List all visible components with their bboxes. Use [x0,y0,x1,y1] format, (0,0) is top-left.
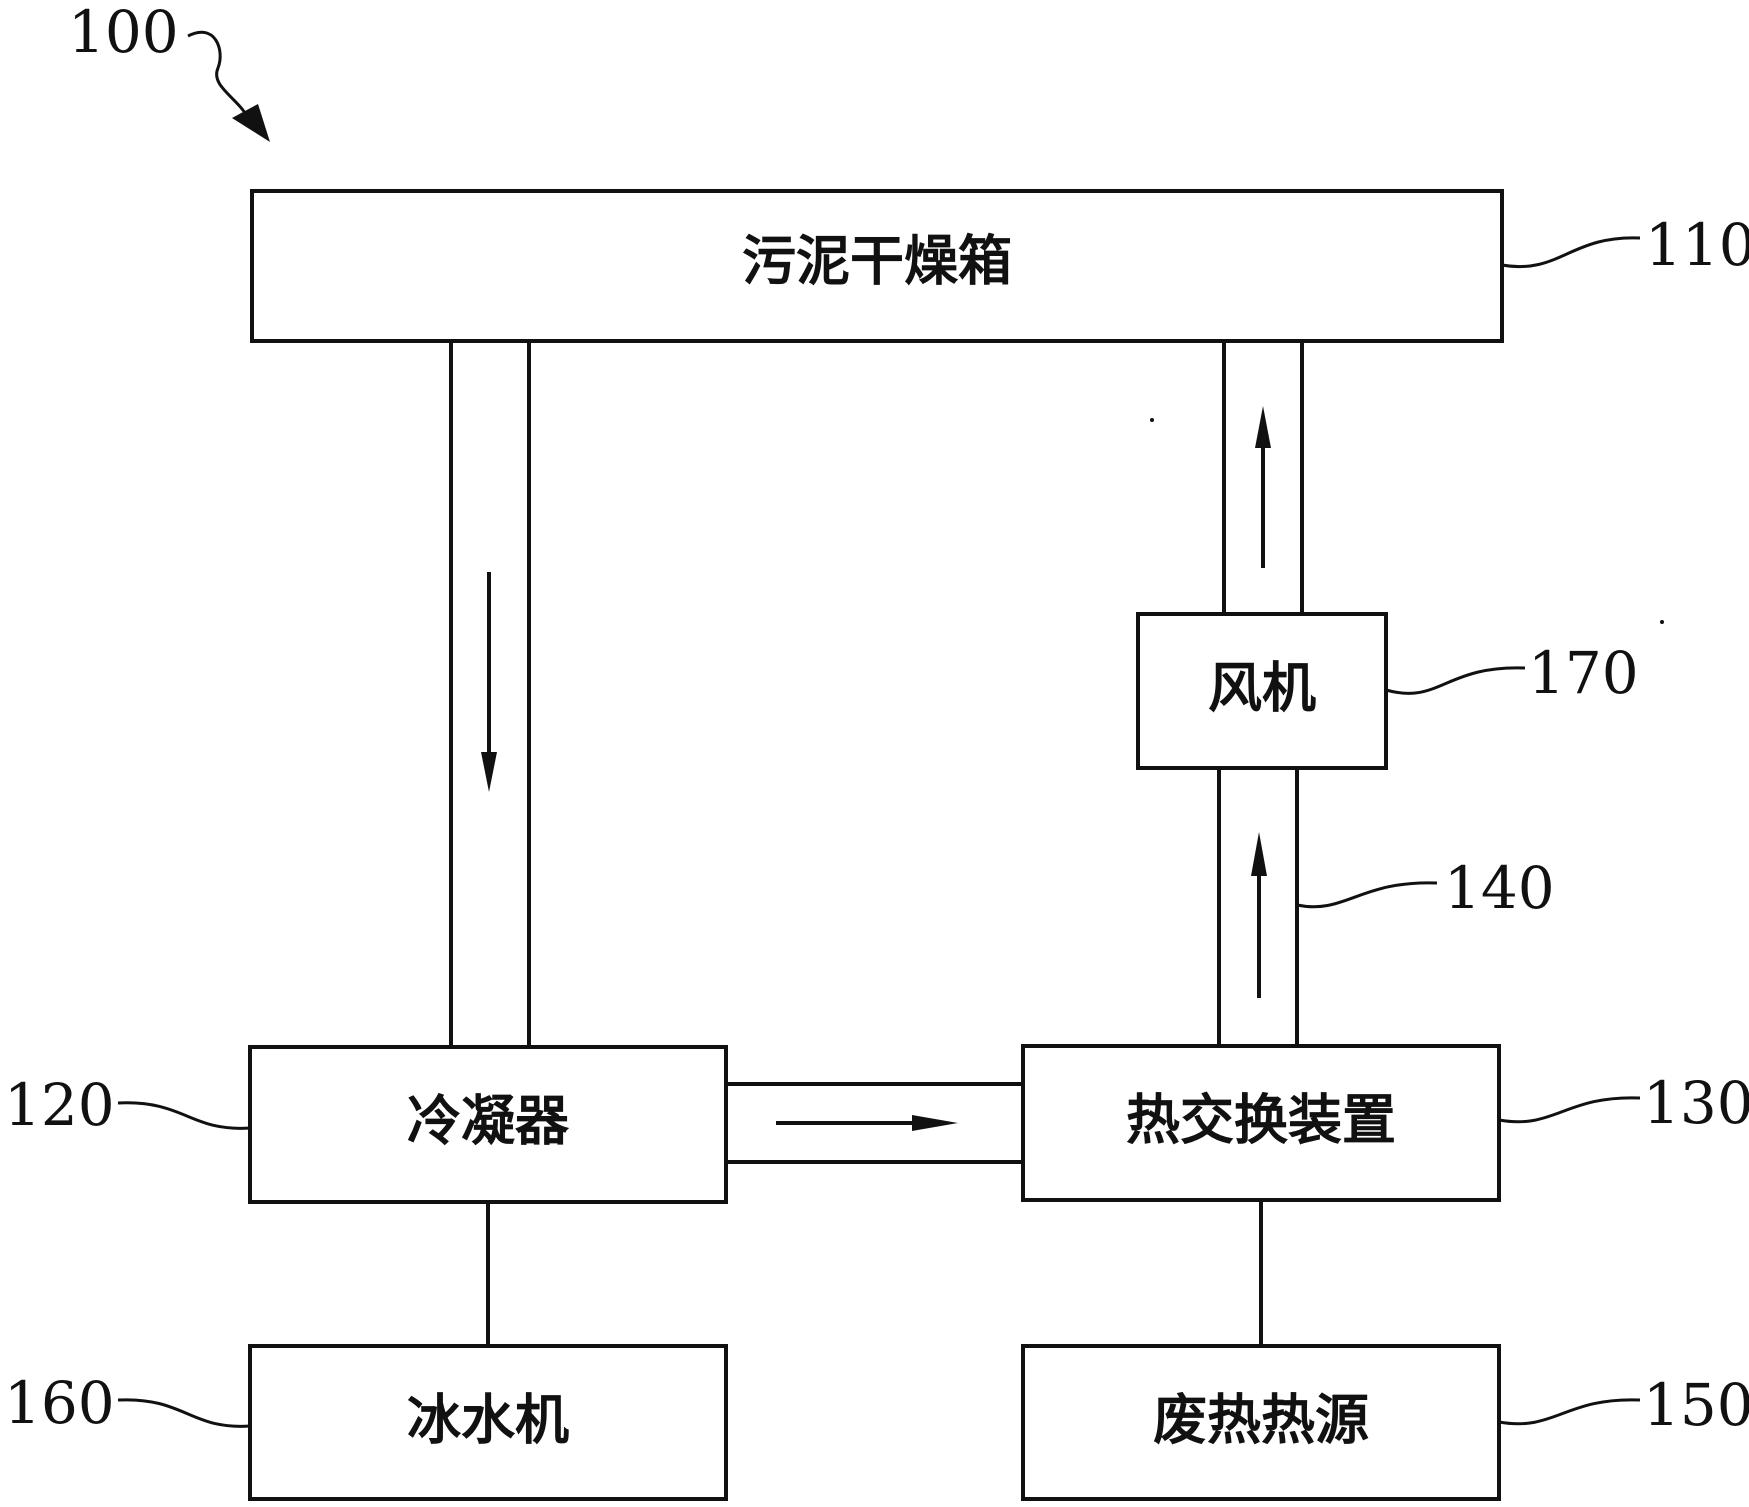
waste-heat-source-label: 废热热源 [1153,1389,1369,1452]
condenser-box [248,1045,728,1204]
supply-duct-upper [1222,340,1304,614]
supply-duct-lower [1217,768,1299,1047]
leader-120 [117,1101,251,1130]
ref-130: 130 [1643,1069,1749,1137]
fan-label: 风机 [1208,657,1316,720]
down-arrow [481,572,497,792]
up-arrow-lower [1251,832,1267,998]
speck-2 [1660,620,1664,624]
ref-110: 110 [1645,211,1749,279]
leader-150 [1498,1398,1641,1426]
up-arrow-upper [1255,406,1271,568]
figure-number: 100 [68,0,179,66]
drying-box-label: 污泥干燥箱 [742,230,1012,293]
leader-160 [117,1398,251,1428]
leader-170 [1385,666,1526,695]
leader-130 [1498,1096,1641,1124]
leader-110 [1501,236,1641,268]
leader-140 [1296,881,1438,909]
ref-150: 150 [1643,1371,1749,1439]
condenser-label: 冷凝器 [407,1090,570,1153]
figure-pointer-line [187,30,250,119]
heat-exchanger-label: 热交换装置 [1126,1089,1396,1152]
waste-heat-source-box [1021,1344,1501,1501]
chiller-label: 冰水机 [407,1389,569,1452]
right-arrow [776,1115,958,1131]
speck-1 [1150,418,1154,422]
chiller-box [248,1344,728,1501]
figure-pointer-arrowhead [232,104,270,142]
transfer-duct [726,1082,1023,1164]
return-duct [449,340,531,1047]
ref-160: 160 [4,1369,115,1437]
ref-120: 120 [4,1071,115,1139]
heat-exchanger-box [1021,1044,1501,1202]
ref-170: 170 [1528,639,1639,707]
ref-140: 140 [1444,854,1555,922]
